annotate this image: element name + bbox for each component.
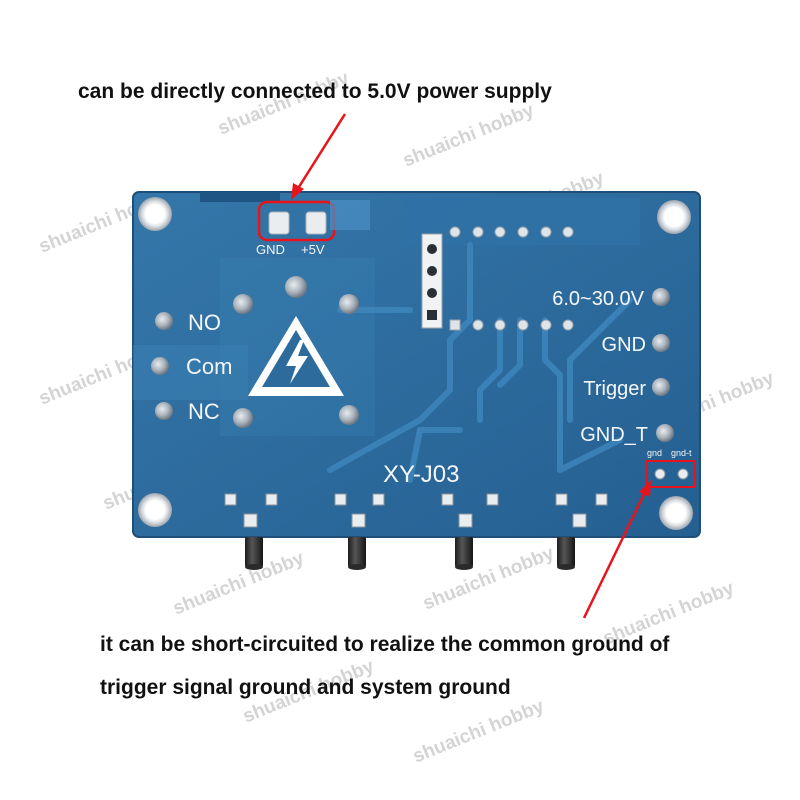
mounting-hole [138, 493, 172, 527]
arrow-to-jumper [582, 480, 651, 619]
relay-solder [233, 408, 253, 428]
jumper-gnd-t-label: gnd-t [671, 448, 692, 458]
mounting-hole [659, 496, 693, 530]
relay-solder [339, 405, 359, 425]
gnd-label: GND [602, 334, 646, 356]
pin-header [421, 233, 443, 329]
com-terminal [151, 357, 169, 375]
common-ground-caption-line1: it can be short-circuited to realize the… [100, 633, 670, 656]
plus5v-pad [305, 211, 327, 235]
nc-terminal-label: NC [188, 399, 220, 424]
gnd-t-label: GND_T [580, 424, 648, 446]
gnd-pad-label: GND [256, 242, 285, 257]
plus5v-pad-label: +5V [301, 242, 325, 257]
model-label: XY-J03 [383, 461, 460, 488]
common-ground-caption-line2: trigger signal ground and system ground [100, 676, 511, 699]
jumper-pad-gnd [654, 468, 666, 480]
gnd-pad [268, 211, 290, 235]
relay-solder [339, 294, 359, 314]
relay-solder [233, 294, 253, 314]
power-in-label: 6.0~30.0V [552, 288, 644, 310]
mounting-hole [657, 200, 691, 234]
arrow-to-power-pads [291, 113, 347, 200]
push-button [245, 537, 263, 570]
gnd-t-terminal [656, 424, 674, 442]
power-supply-caption: can be directly connected to 5.0V power … [78, 80, 552, 103]
jumper-highlight [646, 460, 696, 488]
pcb-traces [327, 242, 633, 483]
relay-screw [285, 276, 307, 298]
jumper-gnd-label: gnd [647, 448, 662, 458]
no-terminal [155, 312, 173, 330]
push-button [348, 537, 366, 570]
no-terminal-label: NO [188, 310, 221, 335]
high-voltage-warning-icon [248, 316, 344, 396]
push-button [455, 537, 473, 570]
mounting-hole [138, 197, 172, 231]
power-in-terminal [652, 288, 670, 306]
push-button [557, 537, 575, 570]
jumper-pad-gnd-t [677, 468, 689, 480]
trigger-label: Trigger [583, 378, 646, 400]
nc-terminal [155, 402, 173, 420]
button-pads [224, 493, 608, 528]
trigger-terminal [652, 378, 670, 396]
ic-pins-bottom [449, 319, 574, 331]
gnd-terminal [652, 334, 670, 352]
ic-pins-top [449, 226, 574, 238]
com-terminal-label: Com [186, 354, 232, 379]
